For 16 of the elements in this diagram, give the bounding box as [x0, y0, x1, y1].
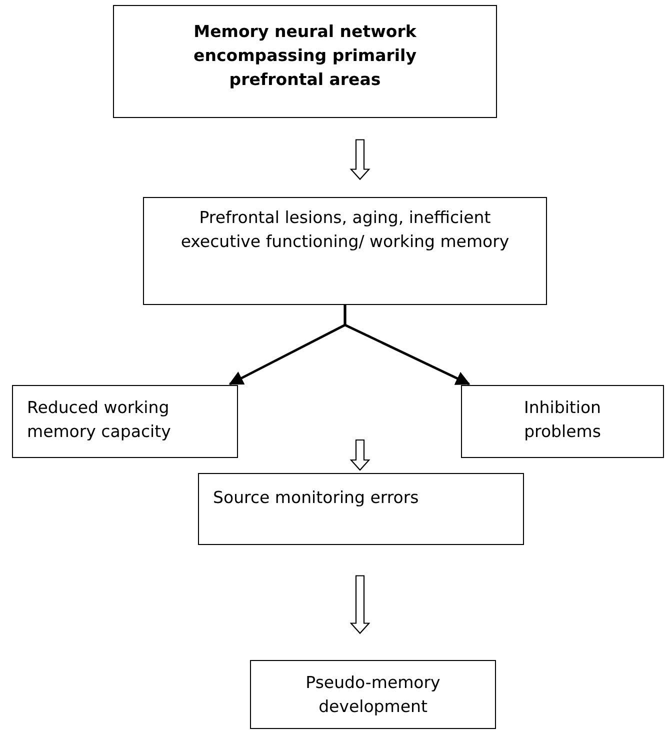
box-text: Pseudo-memory development [304, 672, 442, 718]
box-text: Reduced working memory capacity [27, 397, 172, 443]
process-box [12, 385, 238, 458]
box-text: Inhibition problems [522, 397, 602, 443]
arrow [350, 139, 370, 180]
process-box [250, 660, 496, 729]
process-box [113, 5, 497, 118]
arrow [350, 439, 370, 471]
arrow [350, 575, 370, 634]
process-box [143, 197, 547, 305]
box-text: Prefrontal lesions, aging, inefficient executive functioning/ working memory [180, 207, 510, 253]
box-text: Source monitoring errors [213, 487, 420, 509]
arrow [344, 305, 470, 386]
box-text: Memory neural network encompassing primarily prefrontal areas [192, 21, 418, 91]
process-box [461, 385, 664, 458]
process-box [198, 473, 524, 545]
